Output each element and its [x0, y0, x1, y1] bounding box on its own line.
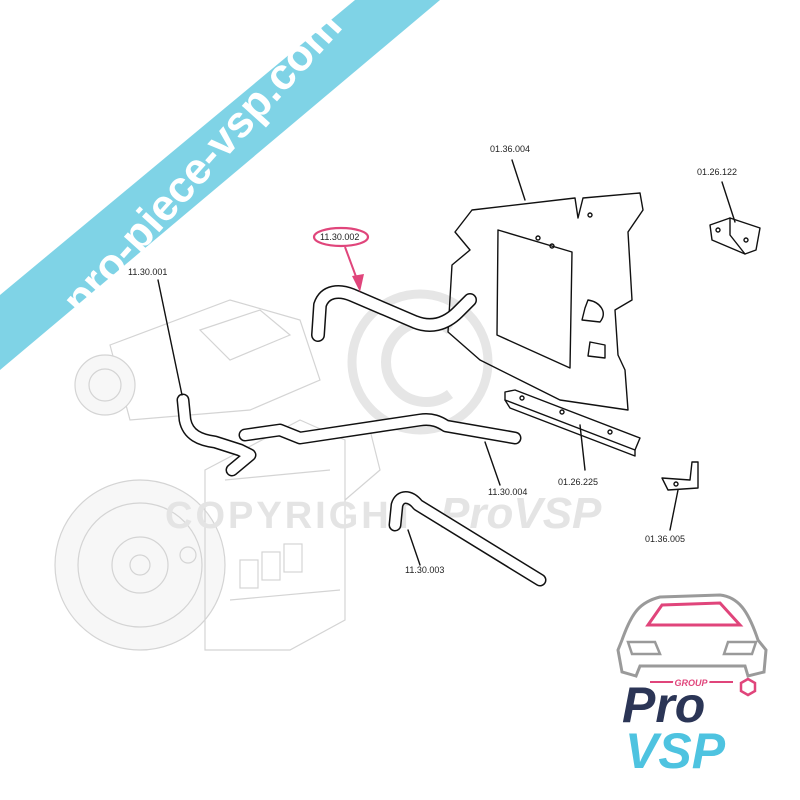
- label-part-p2: 11.30.002: [320, 232, 359, 242]
- logo-vsp-text: VSP: [625, 723, 726, 779]
- engine-ghost-drawing: [54, 299, 381, 651]
- hose-11-30-003: [388, 491, 547, 587]
- banner-text: pro-piece-vsp.com: [53, 1, 351, 325]
- logo-hexagon: [739, 677, 757, 697]
- highlight-ellipse: [312, 226, 370, 248]
- banner-stripe: [0, 0, 440, 370]
- provsp-logo: GROUP Pro VSP: [616, 593, 768, 779]
- hose-11-30-002: [311, 285, 477, 342]
- hose-11-30-001: [157, 279, 257, 477]
- part-bracket-01-26-122: [709, 181, 761, 255]
- part-bracket-01-36-005: [661, 461, 699, 531]
- part-rail-01-26-225: [504, 389, 641, 471]
- label-part-p1: 11.30.001: [128, 267, 167, 277]
- label-part-p6: 01.26.122: [697, 167, 737, 177]
- highlight-marker: [312, 226, 370, 292]
- logo-group-text: GROUP: [674, 678, 708, 688]
- part-panel-01-36-004: [447, 159, 644, 411]
- label-part-p4: 11.30.004: [488, 487, 527, 497]
- label-part-p7: 01.26.225: [558, 477, 598, 487]
- highlight-arrow: [352, 274, 364, 292]
- watermark-copyright-text: COPYRIGHT: [165, 495, 418, 537]
- hose-11-30-004: [238, 413, 522, 486]
- logo-pro-text: Pro: [622, 677, 705, 733]
- label-part-p3: 11.30.003: [405, 565, 444, 575]
- logo-car-outline: [616, 593, 768, 678]
- label-part-p8: 01.36.005: [645, 534, 685, 544]
- label-part-p5: 01.36.004: [490, 144, 530, 154]
- copyright-watermark: COPYRIGHT ProVSP: [165, 289, 602, 538]
